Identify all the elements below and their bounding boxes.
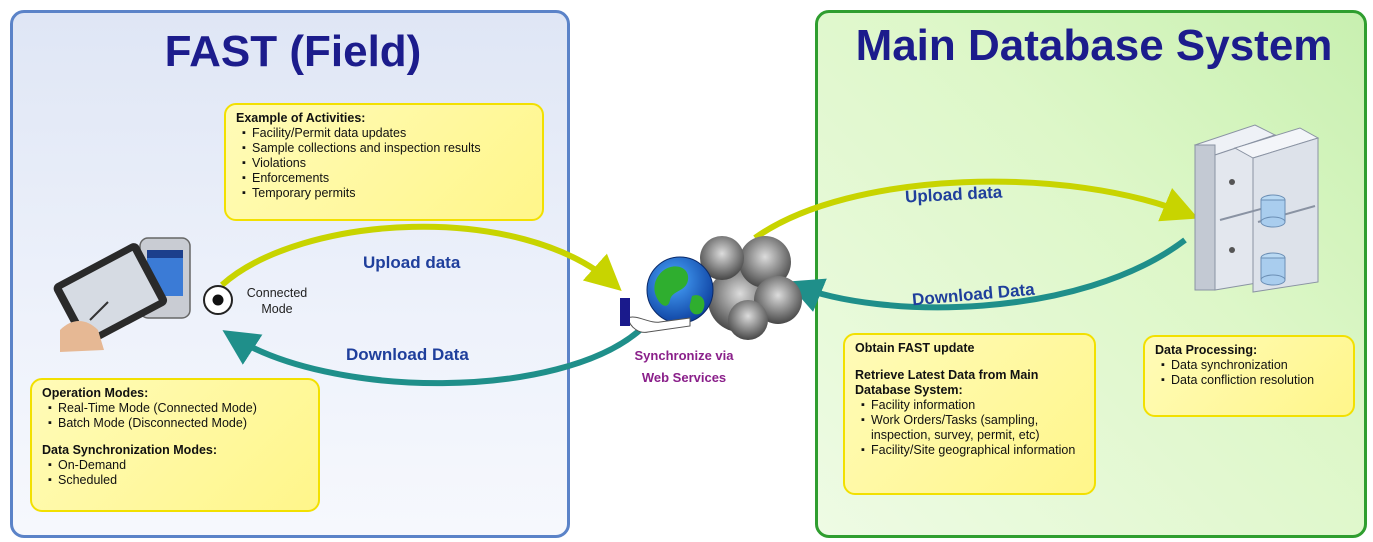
left-download-label: Download Data xyxy=(346,345,469,364)
main-database-title: Main Database System xyxy=(855,21,1333,70)
processing-note: Data Processing: Data synchronization Da… xyxy=(1143,335,1355,417)
processing-item: Data confliction resolution xyxy=(1161,373,1343,388)
connected-mode-icon xyxy=(203,285,233,315)
right-upload-arrow xyxy=(753,178,1199,241)
processing-heading: Data Processing: xyxy=(1155,343,1258,357)
web-services-cloud-icon xyxy=(700,236,802,340)
retrieve-heading-line2: Database System: xyxy=(855,383,963,397)
sync-mode-item: Scheduled xyxy=(48,473,308,488)
connected-mode-label: Connected Mode xyxy=(236,285,318,317)
fast-field-title: FAST (Field) xyxy=(164,27,422,76)
globe-icon xyxy=(620,256,714,333)
left-upload-label: Upload data xyxy=(363,253,461,272)
activities-heading: Example of Activities: xyxy=(236,111,366,125)
activity-item: Temporary permits xyxy=(242,186,532,201)
right-download-arrow xyxy=(786,237,1187,312)
retrieve-heading-line1: Retrieve Latest Data from Main xyxy=(855,368,1039,382)
synchronize-line1: Synchronize via xyxy=(634,348,734,363)
sync-mode-item: On-Demand xyxy=(48,458,308,473)
retrieve-item: Facility information xyxy=(861,398,1084,413)
activity-item: Enforcements xyxy=(242,171,532,186)
modes-note: Operation Modes: Real-Time Mode (Connect… xyxy=(30,378,320,512)
activity-item: Sample collections and inspection result… xyxy=(242,141,532,156)
retrieve-item: Facility/Site geographical information xyxy=(861,443,1084,458)
retrieve-item: Work Orders/Tasks (sampling, inspection,… xyxy=(861,413,1084,443)
operation-modes-heading: Operation Modes: xyxy=(42,386,149,400)
synchronize-line2: Web Services xyxy=(641,370,727,385)
mode-item: Batch Mode (Disconnected Mode) xyxy=(48,416,308,431)
left-download-arrow xyxy=(222,327,642,387)
processing-item: Data synchronization xyxy=(1161,358,1343,373)
left-upload-arrow xyxy=(219,223,622,291)
connected-mode-line1: Connected xyxy=(246,286,308,300)
connected-mode-line2: Mode xyxy=(261,302,293,316)
synchronize-label: Synchronize via Web Services xyxy=(618,345,750,389)
mode-item: Real-Time Mode (Connected Mode) xyxy=(48,401,308,416)
activity-item: Violations xyxy=(242,156,532,171)
activity-item: Facility/Permit data updates xyxy=(242,126,532,141)
activities-note: Example of Activities: Facility/Permit d… xyxy=(224,103,544,221)
database-server-icon xyxy=(1193,124,1320,293)
sync-modes-heading: Data Synchronization Modes: xyxy=(42,443,218,457)
field-devices-icon xyxy=(53,237,191,352)
obtain-fast-heading: Obtain FAST update xyxy=(855,341,975,355)
fast-update-note: Obtain FAST update Retrieve Latest Data … xyxy=(843,333,1096,495)
